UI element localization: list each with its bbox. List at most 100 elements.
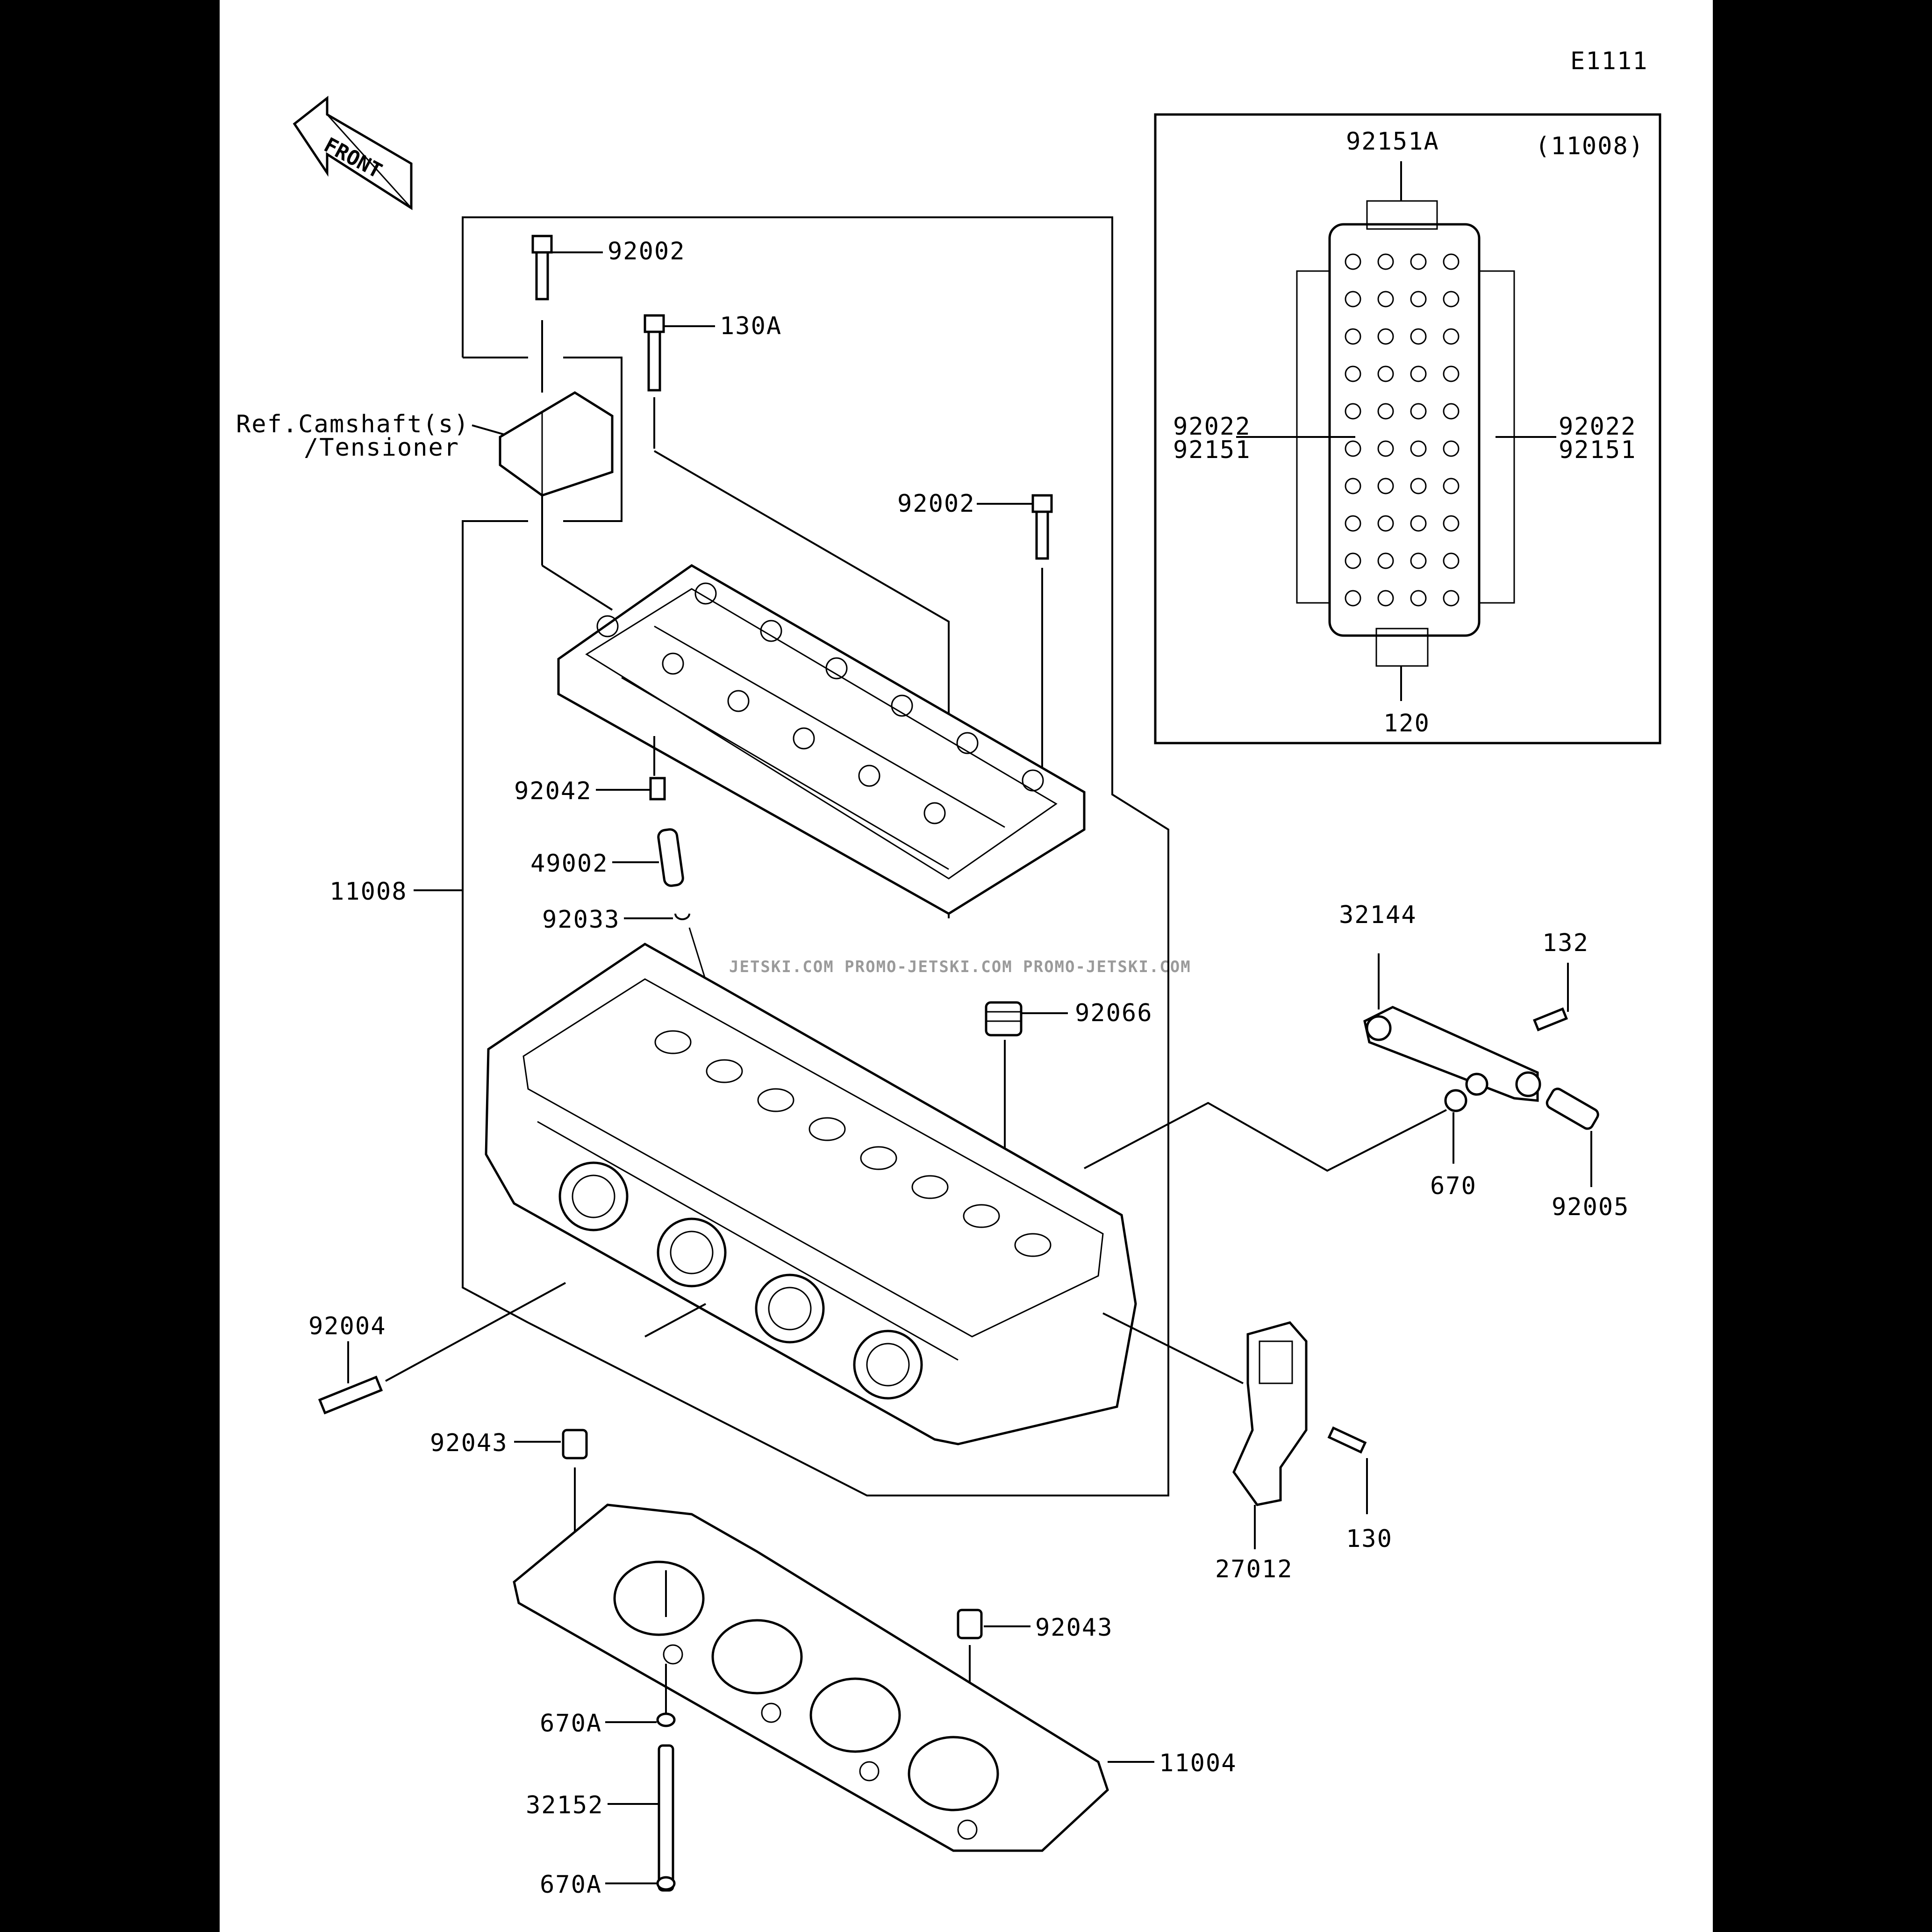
dowel-92042: 92042 [514, 736, 666, 805]
inset-bolt-hole [1377, 291, 1394, 308]
inset-bolt-hole [1410, 440, 1427, 457]
label-670: 670 [1430, 1172, 1477, 1200]
pipe-32152: 32152 [526, 1744, 674, 1892]
label-92042: 92042 [514, 777, 592, 805]
inset-label-right-1: 92022 [1559, 413, 1637, 441]
inset-bolt-hole [1345, 440, 1361, 457]
inset-label-left-1: 92022 [1173, 413, 1251, 441]
label-670a-top: 670A [540, 1710, 602, 1738]
inset-bolt-hole [1345, 291, 1361, 308]
inset-bolt-hole [1443, 403, 1460, 420]
oring-670a-bottom: 670A [540, 1871, 676, 1899]
cylinder-head-top-view [1328, 223, 1481, 637]
exhaust-port-inner [768, 1287, 812, 1331]
exhaust-port-inner [866, 1343, 910, 1387]
cap-boss [1022, 769, 1044, 792]
exhaust-port [657, 1217, 727, 1288]
cylinder-head [485, 943, 1137, 1445]
inset-bolt-hole [1345, 590, 1361, 607]
pipe-32144: 32144 [1339, 901, 1541, 1102]
label-32152: 32152 [526, 1791, 604, 1819]
label-130a: 130A [720, 312, 782, 340]
camshaft-cap [557, 564, 1086, 915]
inset-label-top: 92151A [1346, 128, 1439, 156]
inset-bolt-hole [1377, 440, 1394, 457]
inset-bolt-hole [1377, 478, 1394, 494]
label-92002-right: 92002 [897, 490, 975, 518]
camshaft-tensioner-ref: Ref.Camshaft(s) /Tensioner [236, 320, 614, 611]
inset-bolt-hole [1410, 328, 1427, 345]
inset-bolt-hole [1410, 590, 1427, 607]
inset-assembly-ref: (11008) [1535, 132, 1644, 160]
watermark: JETSKI.COM PROMO-JETSKI.COM PROMO-JETSKI… [729, 958, 1191, 976]
inset-label-left-2: 92151 [1173, 436, 1251, 464]
label-92033: 92033 [542, 906, 620, 934]
bolt-130: 130 [1327, 1426, 1393, 1553]
inset-label-right-2: 92151 [1559, 436, 1637, 464]
cap-boss [825, 657, 848, 680]
gasket-bore [613, 1560, 705, 1636]
inset-label-bottom: 120 [1383, 709, 1430, 737]
inset-bolt-hole [1345, 365, 1361, 382]
inset-bolt-hole [1410, 515, 1427, 532]
dowel-92043-top: 92043 [430, 1429, 588, 1589]
inset-bolt-hole [1345, 253, 1361, 270]
cap-boss [596, 615, 619, 637]
inset-bolt-hole [1443, 365, 1460, 382]
inset-panel: (11008) 92151A 92022 92151 92022 92151 1… [1154, 113, 1661, 744]
inset-bolt-hole [1377, 365, 1394, 382]
bolt-92002-top: 92002 [531, 235, 685, 301]
label-130: 130 [1346, 1525, 1393, 1553]
valve-well [1014, 1233, 1052, 1257]
label-92043-bottom: 92043 [1035, 1614, 1113, 1642]
valve-well [757, 1088, 794, 1112]
inset-bolt-hole [1410, 552, 1427, 569]
gasket-bore [809, 1677, 901, 1753]
exhaust-port [755, 1274, 825, 1344]
label-132: 132 [1542, 929, 1589, 957]
valve-well [860, 1146, 897, 1170]
inset-bolt-hole [1377, 253, 1394, 270]
plug-92066: 92066 [985, 999, 1152, 1262]
inset-bolt-hole [1377, 590, 1394, 607]
valve-well [706, 1059, 743, 1083]
exhaust-port [558, 1161, 629, 1231]
inset-bolt-hole [1345, 478, 1361, 494]
inset-bolt-hole [1377, 403, 1394, 420]
cap-boss [923, 802, 946, 824]
bolt-130a: 130A [644, 312, 782, 449]
valve-well [963, 1204, 1000, 1228]
stud-92004: 92004 [308, 1282, 706, 1415]
oring-670a-top: 670A [540, 1664, 676, 1738]
cap-boss [662, 652, 684, 675]
clip-92033: 92033 [542, 906, 732, 1064]
inset-bolt-hole [1443, 291, 1460, 308]
gasket-hole [761, 1703, 781, 1723]
label-32144: 32144 [1339, 901, 1417, 929]
exhaust-port-inner [670, 1231, 714, 1274]
page-code: E1111 [1570, 47, 1648, 75]
valve-well [911, 1175, 949, 1199]
inset-bolt-hole [1345, 403, 1361, 420]
inset-bolt-hole [1377, 515, 1394, 532]
inset-bolt-hole [1443, 478, 1460, 494]
bolt-132: 132 [1533, 929, 1589, 1031]
label-670a-bottom: 670A [540, 1871, 602, 1899]
inset-bolt-hole [1410, 291, 1427, 308]
gasket-bore [908, 1736, 999, 1811]
front-arrow-icon: FRONT [293, 95, 413, 210]
cap-boss [956, 732, 979, 754]
inset-bolt-hole [1410, 478, 1427, 494]
inset-bolt-hole [1443, 515, 1460, 532]
cap-boss [793, 727, 815, 750]
head-gasket-11004: 11004 [513, 1503, 1236, 1852]
inset-bolt-hole [1443, 253, 1460, 270]
label-49002: 49002 [530, 850, 608, 878]
exhaust-port-inner [572, 1174, 615, 1218]
inset-bolt-hole [1410, 253, 1427, 270]
label-27012: 27012 [1215, 1555, 1293, 1583]
bolt-92002-right: 92002 [897, 490, 1053, 799]
inset-bolt-hole [1443, 440, 1460, 457]
gasket-bore [711, 1619, 803, 1695]
